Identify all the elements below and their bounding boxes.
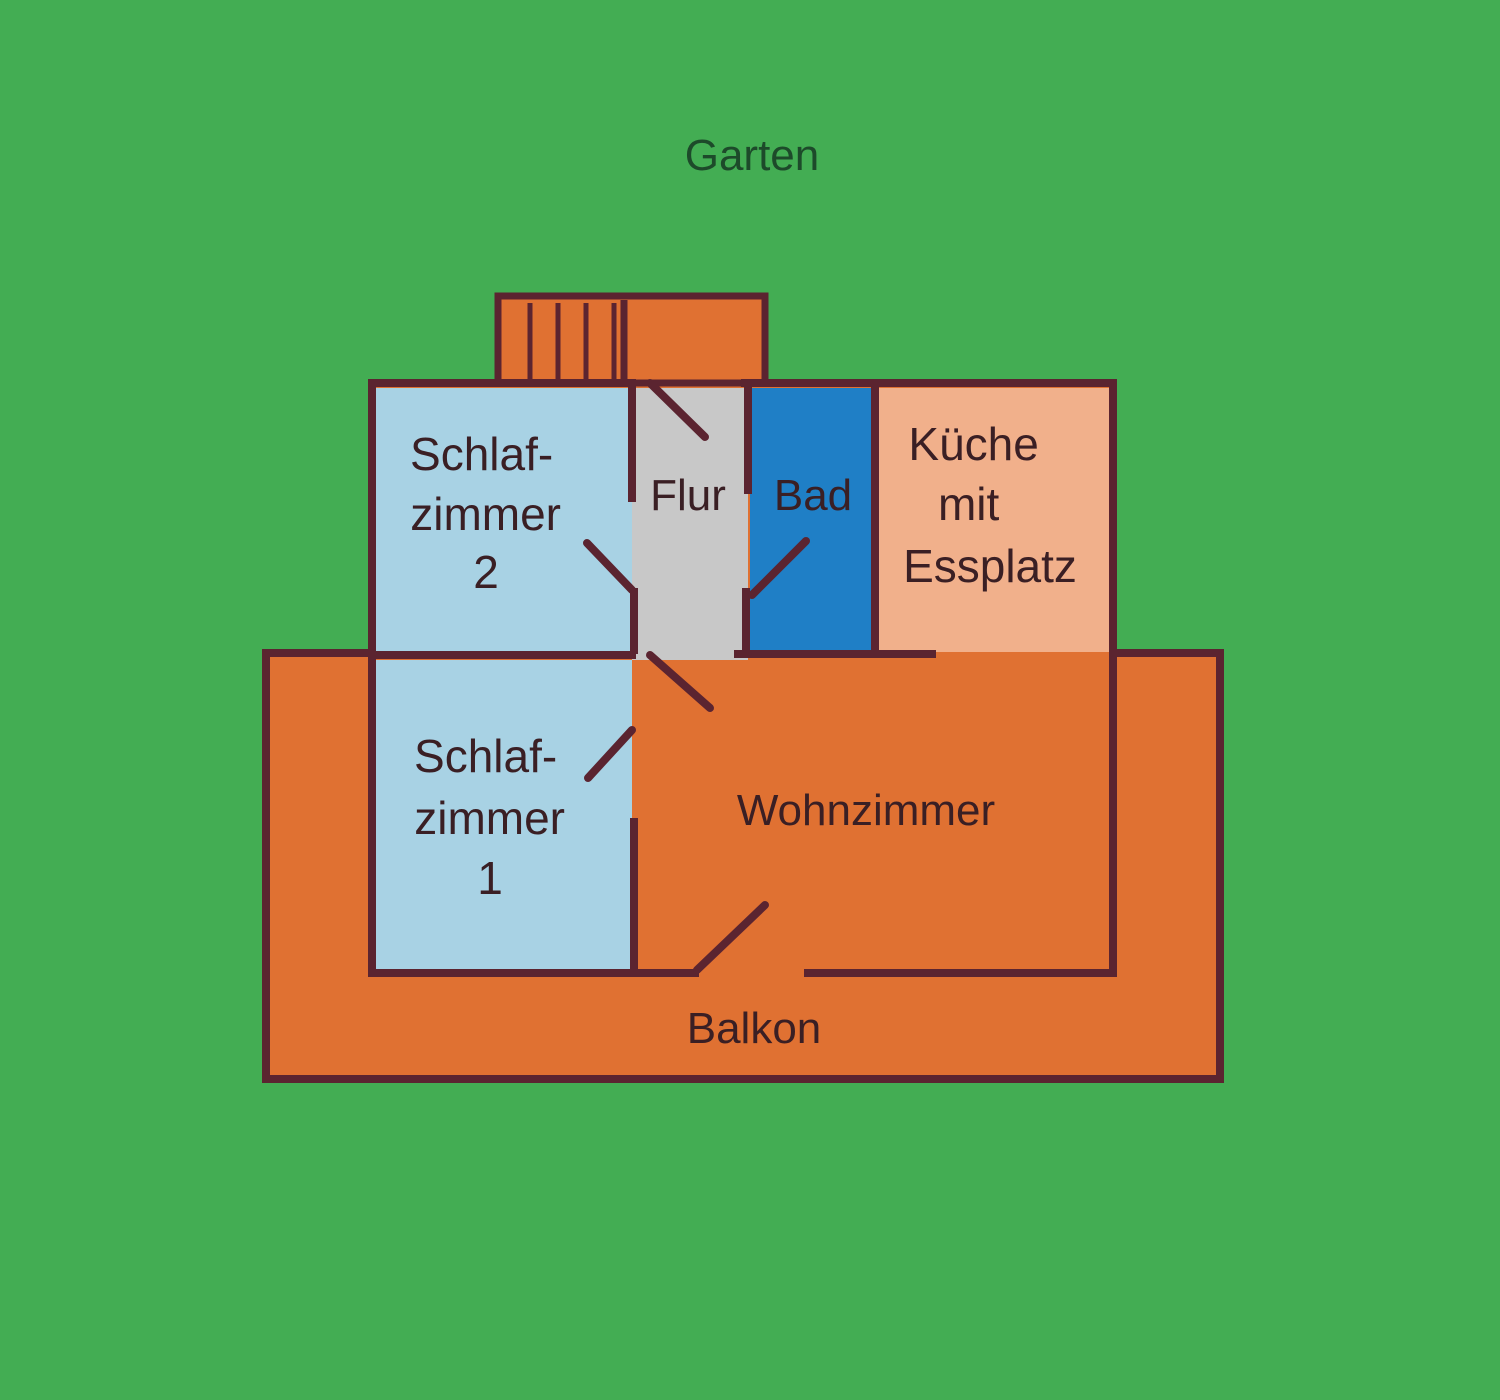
label-bedroom-1-line3: 1 [477, 852, 503, 904]
label-hallway: Flur [650, 471, 726, 520]
label-bedroom-1: Schlaf- zimmer 1 [414, 730, 578, 904]
bedroom-2-area [376, 388, 632, 653]
walls [368, 379, 1117, 977]
label-kitchen-line1: Küche [908, 418, 1038, 470]
label-bedroom-1-line2: zimmer [414, 792, 565, 844]
door-bedroom-1 [584, 726, 636, 782]
door-balcony [693, 901, 769, 974]
bedroom-1-area [376, 660, 632, 970]
door-bath [748, 537, 810, 599]
label-kitchen-line2: mit [938, 478, 1000, 530]
door-living [646, 651, 714, 712]
hallway-area [632, 388, 748, 660]
label-kitchen: Küche mit Essplatz [903, 418, 1077, 592]
label-bedroom-2-line2: zimmer [410, 488, 561, 540]
door-bedroom-2 [583, 539, 636, 594]
label-bedroom-2-line3: 2 [473, 546, 499, 598]
kitchen-area [876, 388, 1109, 652]
doors [583, 379, 810, 974]
label-bedroom-2: Schlaf- zimmer 2 [410, 428, 574, 598]
stairs [527, 300, 628, 383]
label-living-room: Wohnzimmer [737, 786, 995, 835]
bath-area [750, 388, 874, 652]
entrance-porch [494, 292, 769, 387]
label-bedroom-1-line1: Schlaf- [414, 730, 557, 782]
label-garden: Garten [685, 131, 820, 180]
label-bath: Bad [774, 471, 852, 520]
label-bedroom-2-line1: Schlaf- [410, 428, 553, 480]
label-kitchen-line3: Essplatz [903, 540, 1077, 592]
door-entrance [646, 379, 709, 441]
label-balcony: Balkon [687, 1004, 822, 1053]
